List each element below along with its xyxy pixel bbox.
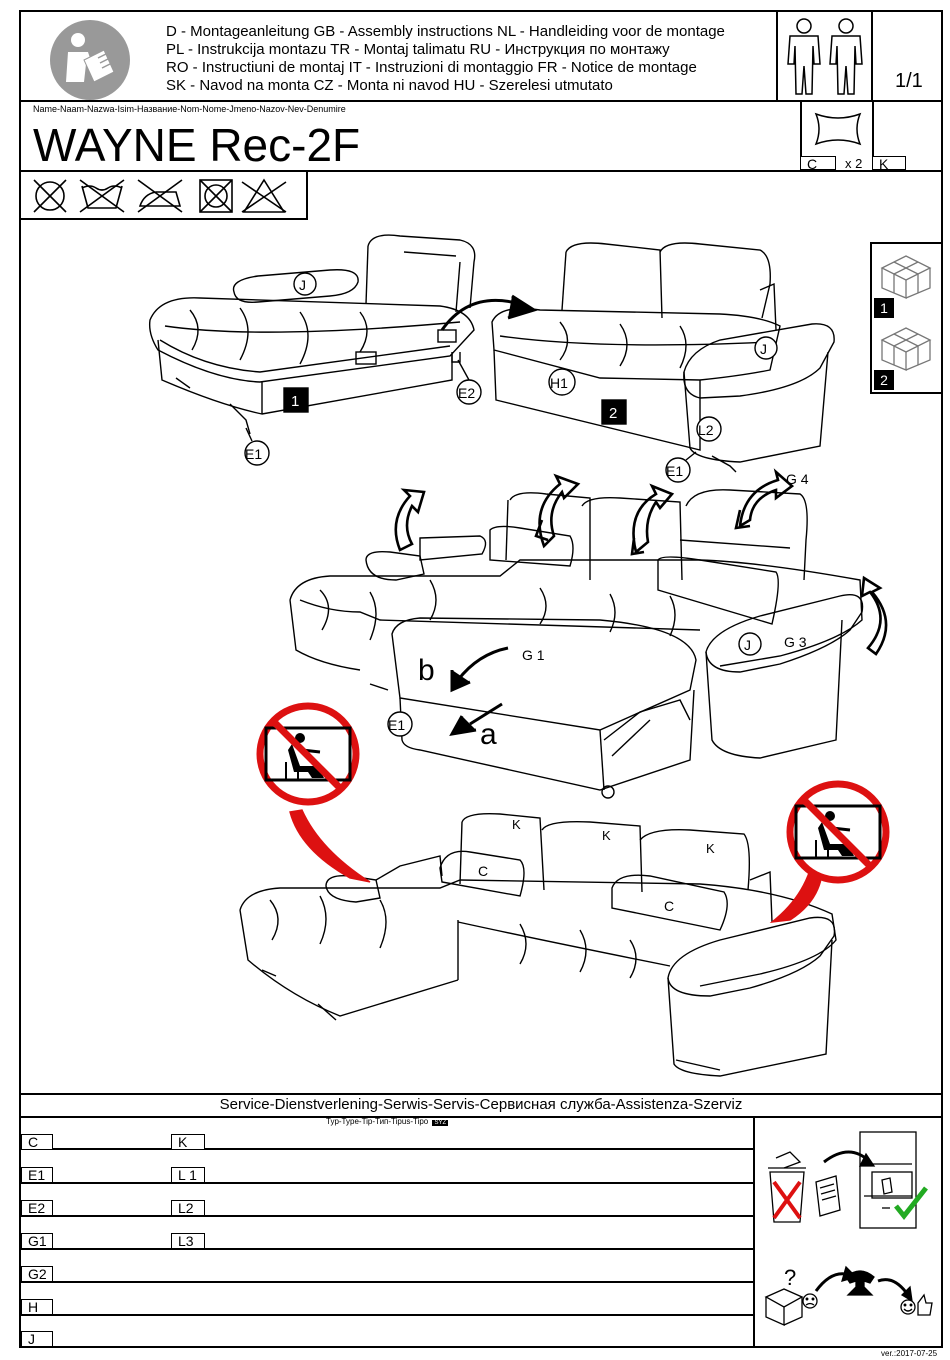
code-e2: E2 [21,1200,53,1216]
code-table [19,1118,755,1348]
final-sofa-step3 [239,812,837,1077]
service-bottom-line [19,1346,943,1348]
version-label: ver.:2017-07-25 [881,1349,938,1358]
label-k-1: K [512,817,521,832]
label-j-2: J [760,341,767,357]
label-e2: E2 [458,385,475,401]
service-title: Service-Dienstverlening-Serwis-Servis-Се… [219,1096,743,1113]
package-1-badge: 1 [874,298,894,318]
no-sitting-warning-right-icon [769,780,890,923]
label-c-1: C [478,863,488,879]
service-title-line [19,1116,943,1118]
product-name: WAYNE Rec-2F [33,119,361,171]
assembly-diagram: J E2 E1 1 J H1 L2 E1 2 [148,234,890,1077]
care-symbols [28,176,304,216]
label-l2: L2 [698,422,714,438]
language-line-1: D - Montageanleitung GB - Assembly instr… [166,23,725,40]
no-bleach-icon [241,178,287,213]
label-box-2: 2 [609,405,617,422]
title-right-border [941,102,943,172]
no-wash-icon [79,179,125,213]
label-h1: H1 [550,375,568,391]
code-k: K [171,1134,205,1150]
type-label: Typ-Type-Tip-Тип-Tipus-Tipo [326,1117,429,1126]
cushion-code-c: C [800,156,836,171]
two-persons-icon [780,16,870,98]
label-j-1: J [299,277,306,293]
sofa-part-2 [491,242,835,473]
cushion-icon [810,108,866,150]
no-tumble-dry-icon [199,179,233,213]
main-frame-left [19,170,21,1348]
bed-pull-arrows [449,646,509,736]
code-g1: G1 [21,1233,53,1249]
two-person-box [776,10,873,102]
name-label: Name-Naam-Nazwa-Isim-Название-Nom-Nome-J… [33,104,346,114]
package-2-badge: 2 [874,370,894,390]
package-panel [870,242,943,394]
label-c-2: C [664,898,674,914]
headrest-arrows [394,468,888,656]
no-iron-icon [137,179,183,213]
language-line-4: SK - Navod na monta CZ - Monta ni navod … [166,77,613,94]
code-h: H [21,1299,53,1315]
title-left-border [19,102,21,172]
call-service-icon: ? [760,1255,936,1335]
label-box-1: 1 [291,393,299,410]
type-badge: SYZ [432,1120,449,1126]
label-a: a [480,718,497,751]
chaise-part-1 [148,234,476,435]
label-e1-b: E1 [666,463,683,479]
code-l3: L3 [171,1233,205,1249]
header-frame [19,10,943,102]
no-dry-clean-icon [33,179,67,213]
label-k-2: K [602,828,611,843]
assembled-sofa-step2 [289,489,864,799]
type-label-row: Typ-Type-Tip-Тип-Tipus-Tipo SYZ [326,1117,449,1126]
page-count: 1/1 [895,70,923,92]
label-e1-c: E1 [388,717,405,733]
service-top-line [19,1093,943,1095]
code-l2: L2 [171,1200,205,1216]
arrow-step1 [440,294,538,331]
svg-text:?: ? [784,1265,796,1290]
language-line-2: PL - Instrukcija montazu TR - Montaj tal… [166,41,670,58]
label-e1-a: E1 [245,446,262,462]
language-line-3: RO - Instructiuni de montaj IT - Instruz… [166,59,697,76]
cushion-box [800,102,874,172]
label-b: b [418,654,435,687]
main-frame-right [941,170,943,1348]
label-g3: G 3 [784,634,807,650]
package-2-icon [876,320,936,372]
label-j-3: J [744,637,751,653]
code-j: J [21,1331,53,1347]
package-1-icon [876,248,936,300]
cushion-code-k: K [872,156,906,171]
cushion-multiplier: x 2 [845,156,863,171]
title-underline [19,170,943,172]
label-g4: G 4 [786,471,809,487]
label-k-3: K [706,841,715,856]
code-e1: E1 [21,1167,53,1183]
label-g1: G 1 [522,647,545,663]
code-g2: G2 [21,1266,53,1282]
no-sitting-warning-left-icon [256,702,371,883]
code-c: C [21,1134,53,1150]
keep-manual-icon [760,1122,936,1237]
manual-icon [48,20,132,104]
code-l1: L 1 [171,1167,205,1183]
